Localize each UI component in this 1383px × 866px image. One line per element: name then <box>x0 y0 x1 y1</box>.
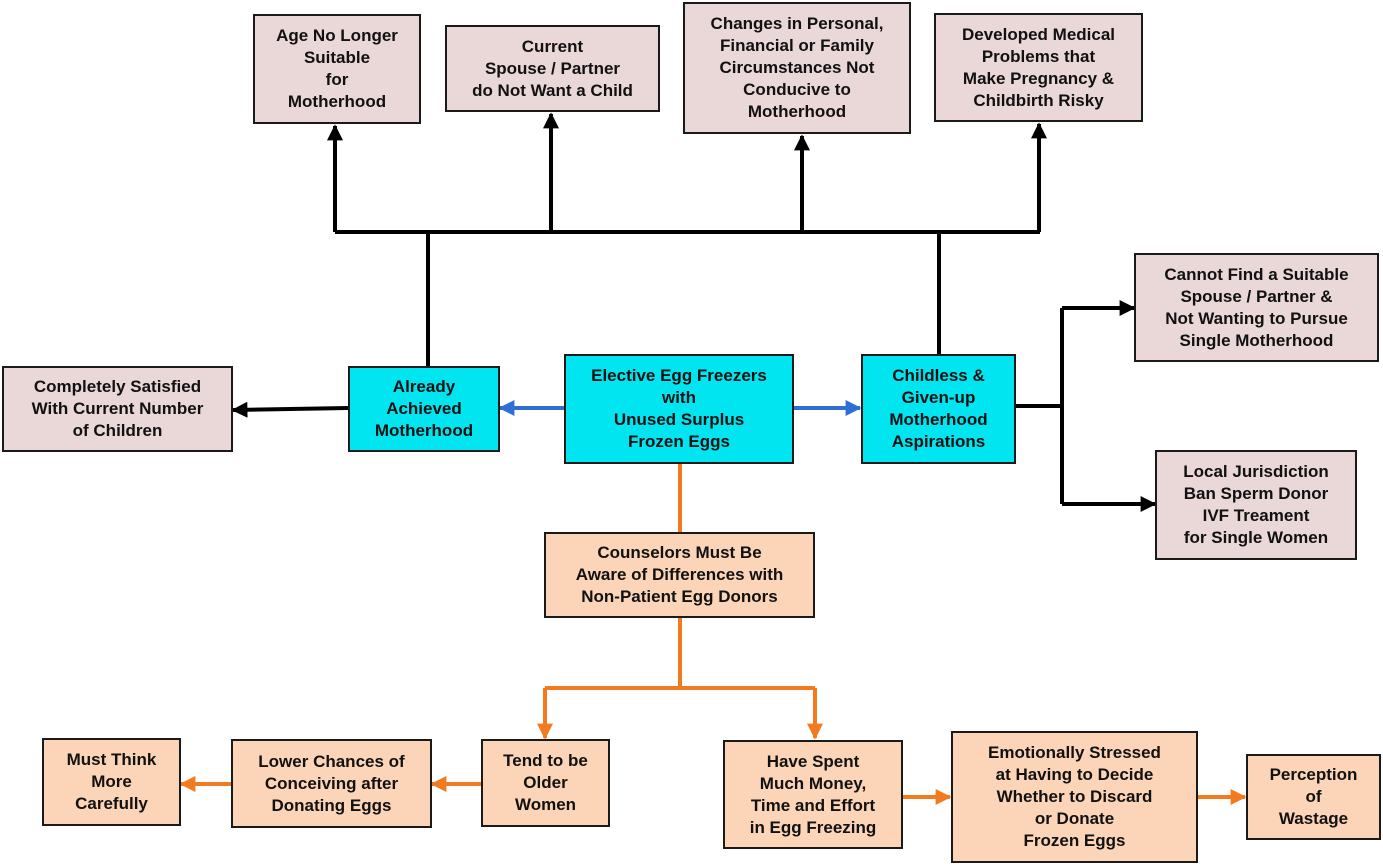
box-already-achieved-motherhood: Already Achieved Motherhood <box>348 366 500 452</box>
box-childless-given-up: Childless & Given-up Motherhood Aspirati… <box>861 354 1016 464</box>
box-perception-of-wastage: Perception of Wastage <box>1246 754 1381 840</box>
box-elective-egg-freezers: Elective Egg Freezers with Unused Surplu… <box>564 354 794 464</box>
box-tend-older-women: Tend to be Older Women <box>481 739 610 827</box>
box-completely-satisfied: Completely Satisfied With Current Number… <box>2 366 233 452</box>
box-must-think-carefully: Must Think More Carefully <box>42 738 181 826</box>
box-local-jurisdiction-ban: Local Jurisdiction Ban Sperm Donor IVF T… <box>1155 450 1357 560</box>
box-lower-chances: Lower Chances of Conceiving after Donati… <box>231 739 432 828</box>
box-medical-problems: Developed Medical Problems that Make Pre… <box>934 13 1143 122</box>
box-spent-money-time: Have Spent Much Money, Time and Effort i… <box>723 740 903 849</box>
arrow-to-satisfied <box>231 401 349 418</box>
box-emotionally-stressed: Emotionally Stressed at Having to Decide… <box>951 731 1198 863</box>
box-changed-circumstances: Changes in Personal, Financial or Family… <box>683 2 911 134</box>
box-counselors-aware: Counselors Must Be Aware of Differences … <box>544 532 815 618</box>
box-age-no-longer-suitable: Age No Longer Suitable for Motherhood <box>253 14 421 124</box>
box-spouse-not-want-child: Current Spouse / Partner do Not Want a C… <box>445 25 660 112</box>
box-cannot-find-partner: Cannot Find a Suitable Spouse / Partner … <box>1134 253 1379 362</box>
